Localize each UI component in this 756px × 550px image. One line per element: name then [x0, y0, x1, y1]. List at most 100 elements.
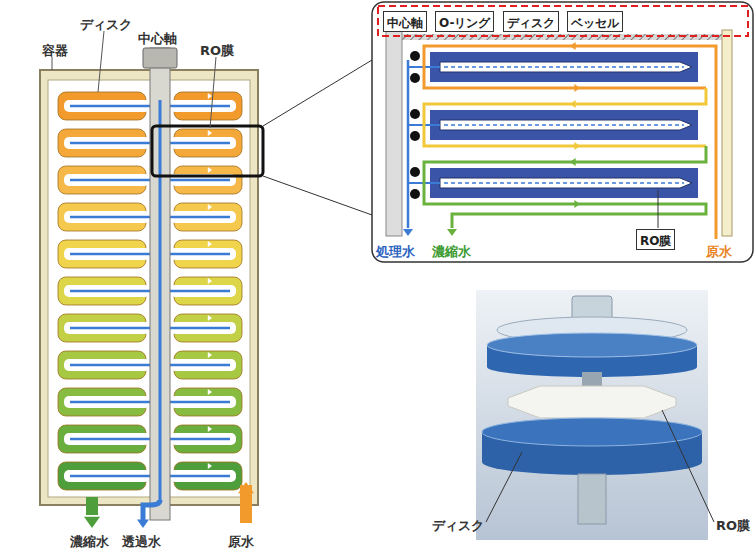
- label-anchor: 透過水: [122, 531, 161, 550]
- arrow-head: [238, 482, 254, 493]
- arrow-head: [403, 229, 413, 236]
- feed-flow: [424, 88, 706, 146]
- arrow-head: [570, 158, 576, 166]
- arrow-head: [208, 315, 212, 321]
- leader-line: [662, 410, 714, 522]
- disc: [430, 52, 698, 82]
- o-ring: [410, 73, 420, 83]
- part-label: 原水: [228, 534, 254, 549]
- detail-line: [263, 176, 372, 215]
- leader-line: [210, 57, 216, 128]
- o-ring: [410, 189, 420, 199]
- arrow-head: [208, 426, 212, 432]
- disc-slot: [170, 137, 236, 149]
- label-anchor: RO膜: [200, 40, 234, 59]
- permeate-line: [70, 179, 150, 182]
- ro-membrane: [440, 62, 692, 72]
- permeate-line: [70, 401, 150, 404]
- detail-frame: [152, 126, 263, 176]
- leader-line: [98, 31, 104, 92]
- arrow-head: [208, 278, 212, 284]
- highlight-frame: [378, 6, 748, 36]
- o-ring: [410, 51, 420, 61]
- permeate-line: [170, 253, 230, 256]
- part-label: 中心軸: [138, 31, 177, 46]
- permeate-line: [444, 124, 684, 126]
- label-anchor: RO膜: [716, 515, 750, 534]
- permeate-line: [170, 438, 230, 441]
- photo-membrane: [508, 386, 676, 418]
- permeate-line: [170, 401, 230, 404]
- disc-slot: [64, 359, 150, 371]
- ro-membrane: [440, 178, 692, 188]
- label-anchor: 原水: [706, 241, 732, 260]
- arrow-head: [84, 517, 100, 528]
- part-name: O-リング: [439, 16, 490, 30]
- leader-line: [486, 452, 522, 522]
- arrow-head: [208, 463, 212, 469]
- label-anchor: 容器: [42, 40, 68, 59]
- disc-slot: [170, 285, 236, 297]
- photo-disc: [487, 333, 697, 357]
- disc-slot: [64, 174, 150, 186]
- permeate-line: [444, 182, 684, 184]
- photo-nut: [572, 296, 612, 320]
- arrow-head: [574, 84, 580, 92]
- photo-ground: [476, 290, 708, 540]
- photo-shaft: [578, 474, 606, 524]
- arrow-head: [208, 130, 212, 136]
- part-name: 中心軸: [387, 16, 423, 30]
- arrow-head: [208, 352, 212, 358]
- detail-line: [263, 60, 372, 126]
- arrow-head: [137, 520, 149, 528]
- arrow-head: [447, 229, 457, 236]
- part-label: RO膜: [200, 43, 234, 58]
- disc-slot: [170, 396, 236, 408]
- part-name-box: ディスク: [503, 11, 559, 32]
- disc-slot: [170, 322, 236, 334]
- o-ring: [410, 167, 420, 177]
- disc-slot: [170, 100, 236, 112]
- part-label: RO膜: [716, 518, 750, 533]
- disc-slot: [64, 100, 150, 112]
- vessel-wall: [40, 70, 258, 505]
- disc-slot: [170, 470, 236, 482]
- permeate-line: [159, 100, 162, 500]
- vessel: [722, 30, 732, 236]
- arrow-head: [208, 204, 212, 210]
- disc-slot: [170, 211, 236, 223]
- part-label: 原水: [706, 244, 732, 259]
- part-name: ディスク: [507, 16, 555, 30]
- permeate-line: [70, 142, 150, 145]
- permeate-line: [70, 364, 150, 367]
- leader-line: [52, 57, 53, 70]
- permeate-line: [70, 253, 150, 256]
- shaft-nut: [143, 48, 177, 68]
- permeate-line: [70, 216, 150, 219]
- part-label: 濃縮水: [70, 534, 109, 549]
- permeate-line: [70, 290, 150, 293]
- o-ring: [410, 109, 420, 119]
- disc-slot: [64, 433, 150, 445]
- part-name: RO膜: [640, 234, 671, 248]
- disc-slot: [64, 470, 150, 482]
- label-anchor: 原水: [228, 531, 254, 550]
- permeate-line: [70, 438, 150, 441]
- label-anchor: 処理水: [376, 241, 415, 260]
- arrow-head: [208, 389, 212, 395]
- disc-slot: [170, 433, 236, 445]
- photo-disc: [482, 449, 702, 475]
- leader-line: [658, 190, 659, 228]
- arrow-head: [574, 142, 580, 150]
- photo-disc: [482, 418, 702, 446]
- detail-panel: [372, 2, 753, 262]
- disc-slot: [64, 248, 150, 260]
- label-anchor: 濃縮水: [70, 531, 109, 550]
- part-label: 処理水: [376, 244, 415, 259]
- disc-slot: [64, 137, 150, 149]
- feed-flow: [424, 46, 716, 239]
- permeate-line: [170, 142, 230, 145]
- permeate-line: [70, 327, 150, 330]
